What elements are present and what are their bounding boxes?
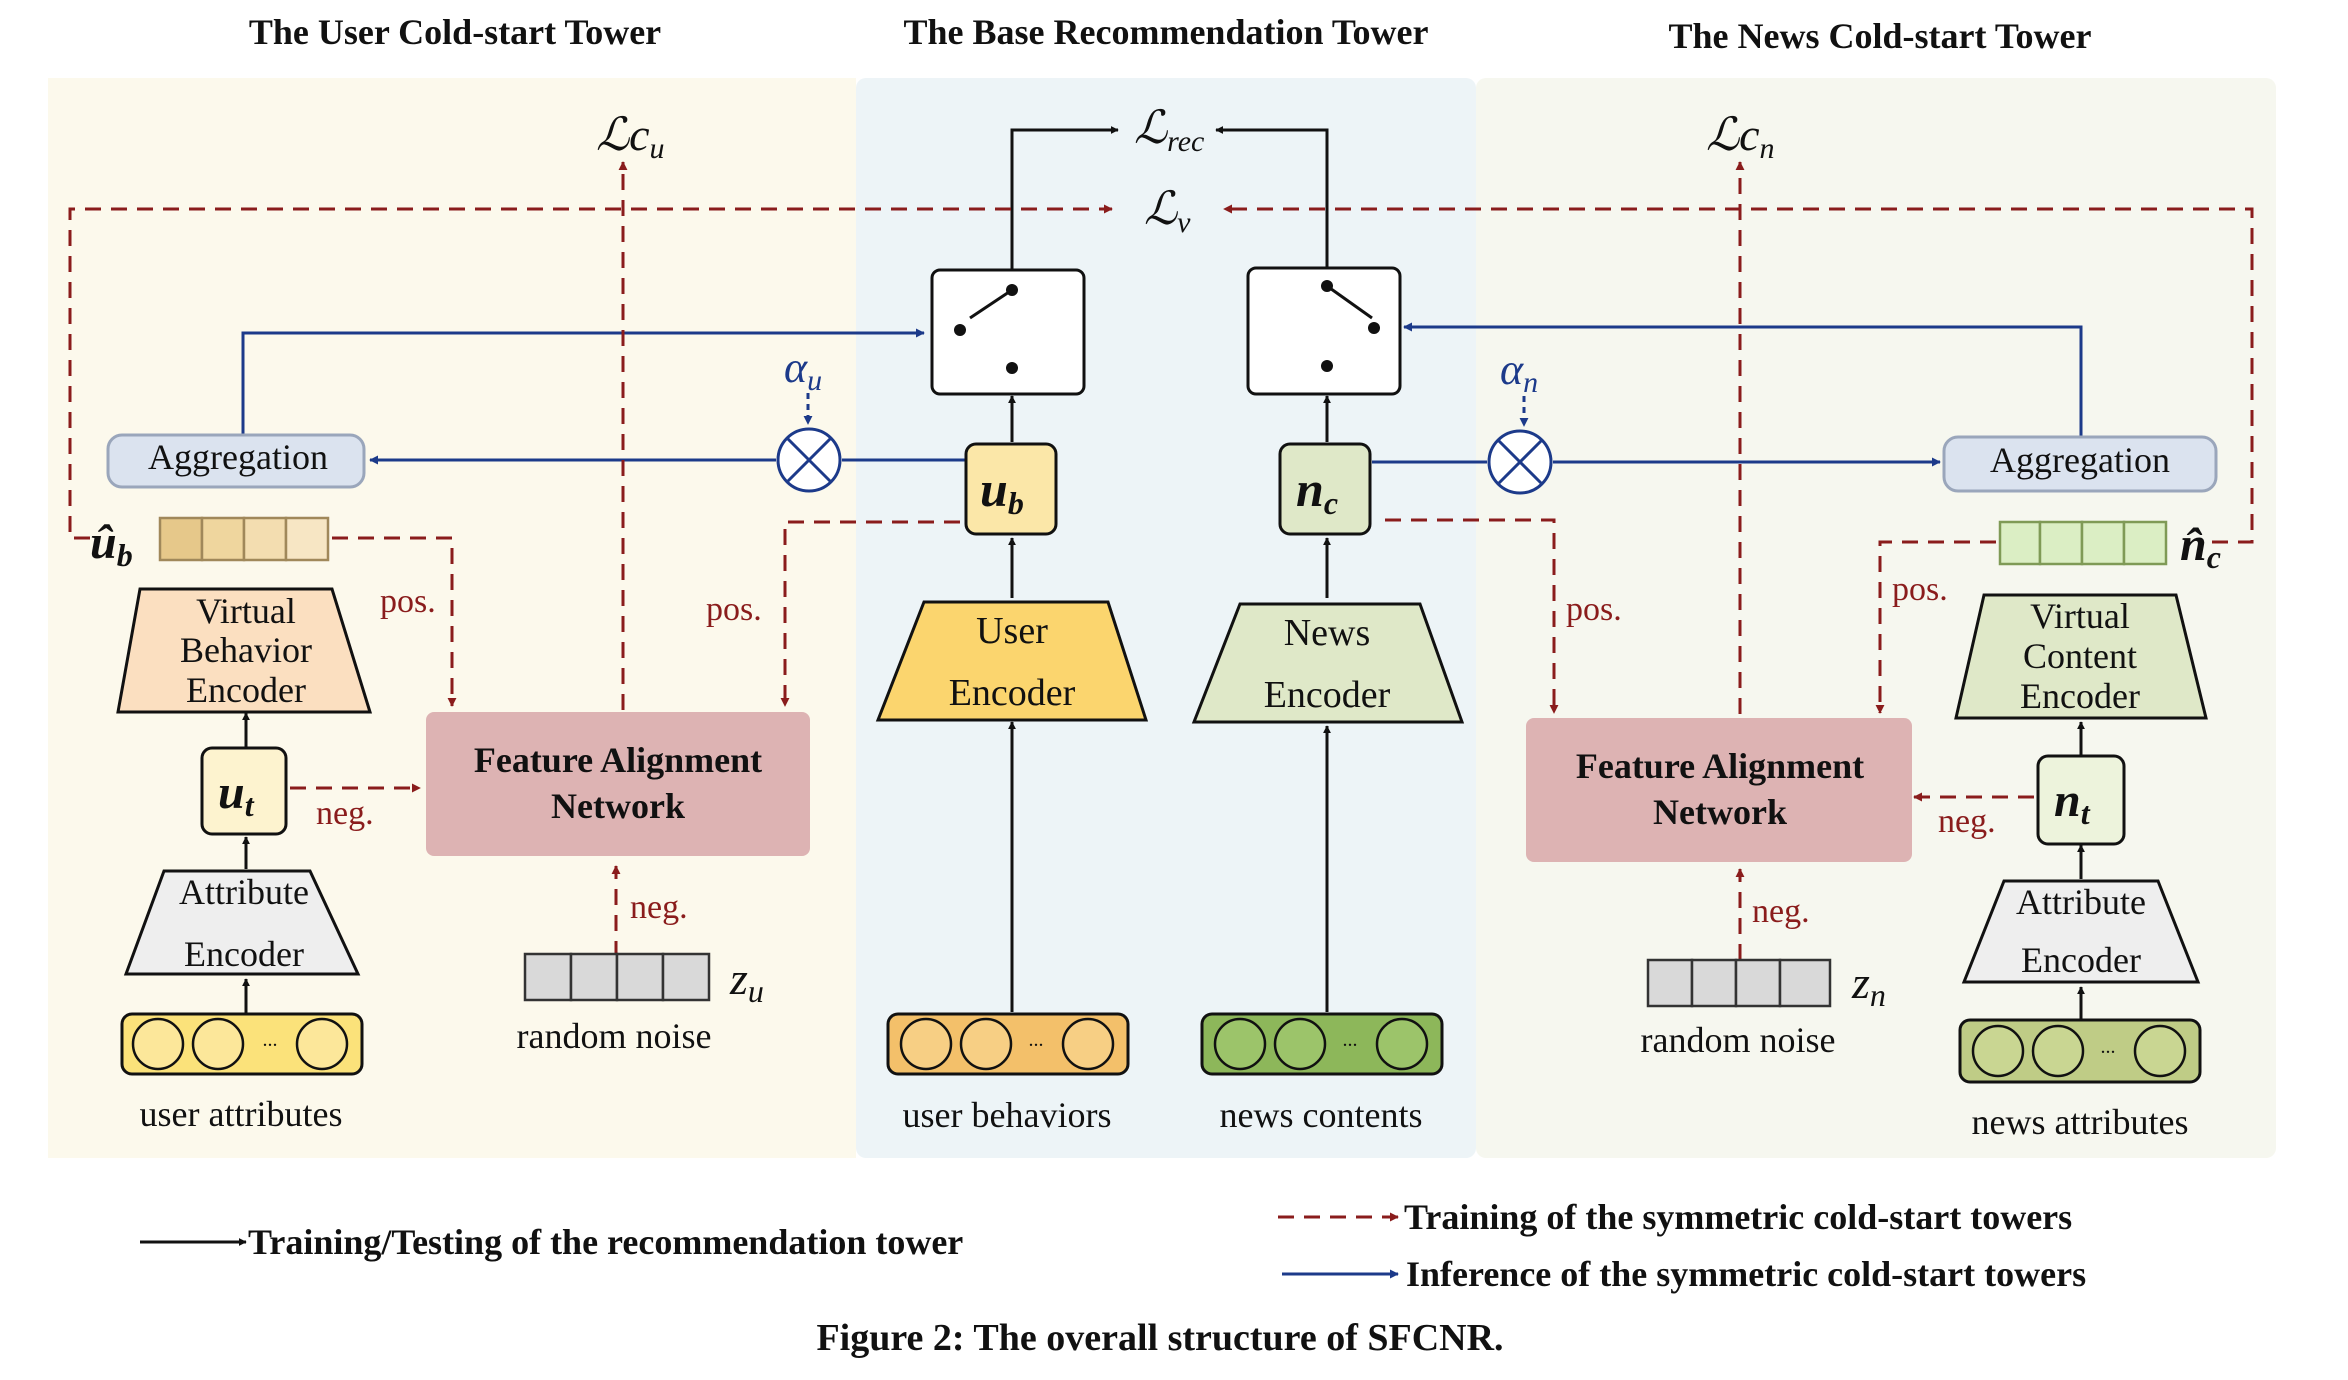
svg-text:News: News [1284,612,1371,654]
alpha-u-label: αu [784,343,822,397]
nc-hat-vector [1998,520,2168,566]
svg-text:Content: Content [2023,636,2137,676]
nt-box: nt [2036,754,2126,846]
svg-text:ℒv: ℒv [1144,183,1191,239]
user-switch-box [930,268,1086,396]
svg-text:Virtual: Virtual [196,591,296,631]
left-aggregation-box: Aggregation [106,433,366,489]
user-tower-title: The User Cold-start Tower [249,12,661,52]
user-attributes-input: ... [120,1012,364,1076]
user-encoder: User Encoder [875,600,1149,722]
virtual-behavior-encoder: Virtual Behavior Encoder [116,587,373,714]
noise-vector-n [1646,958,1832,1008]
red-connections [68,161,2254,960]
noise-vector-u [523,952,711,1002]
virtual-content-encoder: Virtual Content Encoder [1954,593,2208,720]
loss-l-rec: ℒrec [1134,102,1204,158]
news-attributes-input: ... [1958,1018,2202,1084]
svg-text:Network: Network [551,786,685,826]
nc-hat-label: n̂c [2180,518,2221,575]
svg-text:...: ... [1029,1029,1044,1051]
svg-text:Encoder: Encoder [949,672,1076,714]
random-noise-label: random noise [1641,1020,1836,1060]
neg-label: neg. [630,889,688,926]
black-connections [242,126,2085,1019]
neg-label: neg. [316,795,374,832]
svg-text:ℒcu: ℒcu [596,109,665,165]
figure-caption: Figure 2: The overall structure of SFCNR… [816,1317,1503,1359]
svg-text:Network: Network [1653,792,1787,832]
news-contents-label: news contents [1220,1095,1423,1135]
svg-text:Encoder: Encoder [2020,676,2140,716]
svg-text:Feature Alignment: Feature Alignment [474,740,762,780]
svg-text:ut: ut [218,766,255,823]
svg-text:Aggregation: Aggregation [1990,440,2170,480]
right-aggregation-box: Aggregation [1942,435,2218,493]
news-tower-title: The News Cold-start Tower [1669,16,2092,56]
random-noise-label: random noise [517,1016,712,1056]
news-encoder: News Encoder [1191,602,1465,724]
user-behaviors-input: ... [886,1012,1130,1076]
pos-label: pos. [380,583,436,620]
news-switch-box [1246,266,1402,396]
user-behaviors-label: user behaviors [903,1095,1112,1135]
neg-label: neg. [1752,893,1810,930]
right-attribute-encoder: Attribute Encoder [1961,879,2201,984]
ub-hat-vector [158,516,330,562]
svg-text:Encoder: Encoder [186,670,306,710]
svg-text:Feature Alignment: Feature Alignment [1576,746,1864,786]
legend-blue-label: Inference of the symmetric cold-start to… [1406,1254,2086,1294]
svg-text:...: ... [263,1029,278,1051]
svg-text:Encoder: Encoder [184,934,304,974]
svg-text:Encoder: Encoder [2021,940,2141,980]
nc-box: nc [1278,442,1372,536]
left-feature-alignment-network: Feature Alignment Network [426,712,810,856]
zn-label: zn [1851,957,1886,1013]
zu-label: zu [729,953,764,1009]
svg-text:Aggregation: Aggregation [148,437,328,477]
multiply-icon [776,427,842,493]
ut-box: ut [200,746,288,836]
svg-text:Behavior: Behavior [180,630,312,670]
multiply-icon [1487,429,1553,495]
svg-text:Attribute: Attribute [179,872,309,912]
news-attributes-label: news attributes [1972,1102,2189,1142]
neg-label: neg. [1938,803,1996,840]
blue-connections [241,322,2083,467]
ub-box: ub [964,442,1058,536]
svg-text:User: User [976,610,1048,652]
svg-text:ℒrec: ℒrec [1134,102,1204,158]
loss-lc-n: ℒcn [1706,109,1775,165]
right-feature-alignment-network: Feature Alignment Network [1526,718,1912,862]
svg-text:Encoder: Encoder [1264,674,1391,716]
svg-text:Attribute: Attribute [2016,882,2146,922]
svg-text:...: ... [2101,1036,2116,1058]
pos-label: pos. [1566,591,1622,628]
pos-label: pos. [706,591,762,628]
news-contents-input: ... [1200,1012,1444,1076]
legend: Training/Testing of the recommendation t… [140,1197,2086,1294]
user-attributes-label: user attributes [140,1094,343,1134]
svg-text:ℒcn: ℒcn [1706,109,1775,165]
svg-text:...: ... [1343,1029,1358,1051]
legend-black-label: Training/Testing of the recommendation t… [248,1222,963,1262]
left-attribute-encoder: Attribute Encoder [123,869,361,976]
svg-text:Virtual: Virtual [2030,596,2130,636]
base-tower-title: The Base Recommendation Tower [904,12,1429,52]
svg-text:nt: nt [2054,774,2091,831]
legend-red-label: Training of the symmetric cold-start tow… [1404,1197,2072,1237]
ub-hat-label: ûb [90,516,133,573]
svg-text:nc: nc [1296,461,1338,521]
loss-l-v: ℒv [1144,183,1191,239]
loss-lc-u: ℒcu [596,109,665,165]
alpha-n-label: αn [1500,345,1538,399]
pos-label: pos. [1892,571,1948,608]
svg-text:ub: ub [980,461,1024,521]
